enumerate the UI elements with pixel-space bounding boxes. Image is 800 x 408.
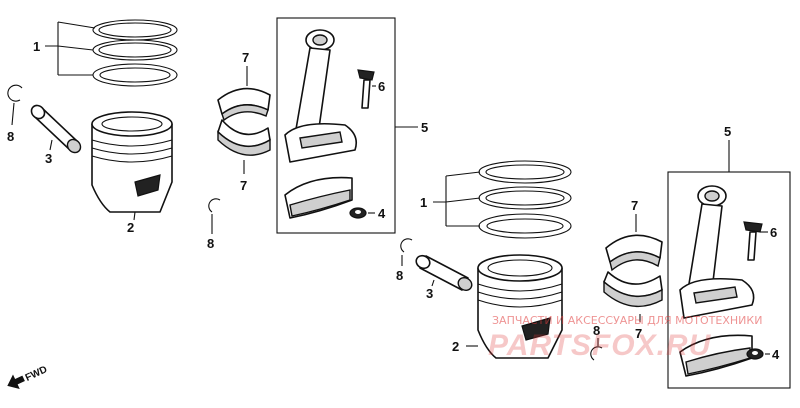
watermark: ЗАПЧАСТИ И АКСЕССУАРЫ ДЛЯ МОТОТЕХНИКИ PA… xyxy=(488,314,762,362)
callout-5-left: 5 xyxy=(395,120,428,135)
piston-right: 2 xyxy=(452,254,563,359)
svg-text:5: 5 xyxy=(421,120,428,135)
callout-1-right: 1 xyxy=(420,171,481,227)
svg-text:6: 6 xyxy=(770,225,777,240)
svg-text:FWD: FWD xyxy=(24,364,49,384)
bolt-right: 6 xyxy=(743,221,777,261)
svg-text:7: 7 xyxy=(242,50,249,65)
pin-clip-right-b: 8 xyxy=(590,323,603,361)
svg-text:4: 4 xyxy=(378,206,386,221)
watermark-brand: PARTSFOX.RU xyxy=(488,329,712,362)
piston-rings-left xyxy=(92,19,178,87)
svg-text:7: 7 xyxy=(635,326,642,341)
bearing-right-lower: 7 xyxy=(603,271,663,341)
svg-text:7: 7 xyxy=(631,198,638,213)
pin-clip-left-a: 8 xyxy=(7,84,23,144)
piston-pin-right: 3 xyxy=(415,254,473,301)
svg-text:8: 8 xyxy=(207,236,214,251)
svg-text:8: 8 xyxy=(396,268,403,283)
nut-right: 4 xyxy=(746,347,780,362)
bearing-left-upper: 7 xyxy=(217,50,271,122)
right-assembly: 1 8 3 2 8 xyxy=(396,124,791,389)
nut-left: 4 xyxy=(349,206,386,221)
svg-text:3: 3 xyxy=(426,286,433,301)
pin-clip-left-b: 8 xyxy=(207,198,221,251)
svg-text:1: 1 xyxy=(33,39,40,54)
svg-text:4: 4 xyxy=(772,347,780,362)
svg-text:3: 3 xyxy=(45,151,52,166)
pin-clip-right-a: 8 xyxy=(396,238,413,283)
forward-arrow: FWD xyxy=(7,364,49,389)
callout-5-right: 5 xyxy=(724,124,731,172)
piston-left: 2 xyxy=(91,111,173,235)
svg-text:8: 8 xyxy=(7,129,14,144)
bearing-right-upper: 7 xyxy=(605,198,663,272)
svg-text:2: 2 xyxy=(452,339,459,354)
svg-text:2: 2 xyxy=(127,220,134,235)
bearing-left-lower: 7 xyxy=(217,119,271,193)
bolt-left: 6 xyxy=(357,69,385,109)
piston-rings-right xyxy=(478,160,572,239)
left-assembly: 1 8 3 2 8 xyxy=(7,17,428,251)
svg-text:6: 6 xyxy=(378,79,385,94)
svg-text:1: 1 xyxy=(420,195,427,210)
watermark-tagline: ЗАПЧАСТИ И АКСЕССУАРЫ ДЛЯ МОТОТЕХНИКИ xyxy=(492,314,762,327)
svg-text:8: 8 xyxy=(593,323,600,338)
connecting-rod-left xyxy=(276,17,396,234)
svg-text:5: 5 xyxy=(724,124,731,139)
piston-pin-left: 3 xyxy=(30,104,82,166)
callout-1-left: 1 xyxy=(33,21,96,76)
svg-text:7: 7 xyxy=(240,178,247,193)
